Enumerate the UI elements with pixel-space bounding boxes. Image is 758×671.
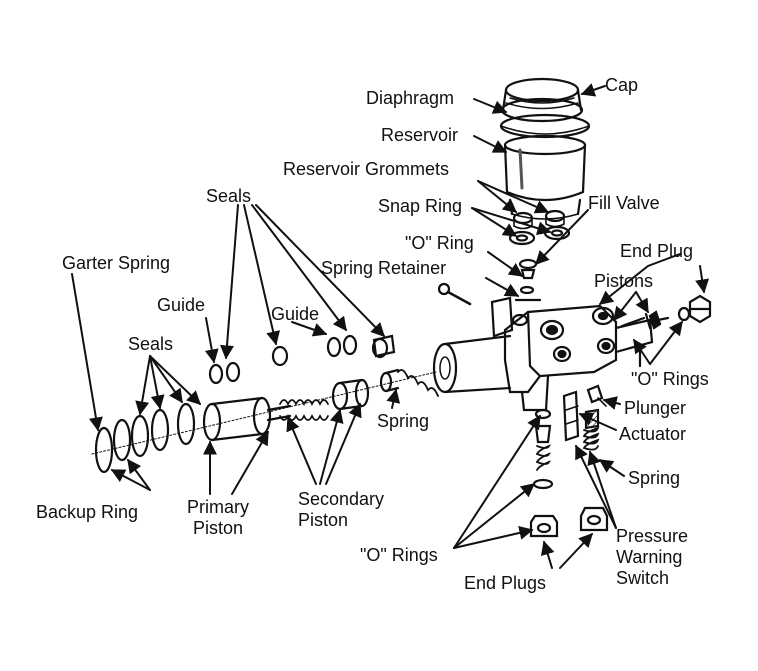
- label-plunger: Plunger: [624, 398, 687, 418]
- label-pressure-warning-switch: Pressure Warning Switch: [616, 526, 688, 589]
- primary-piston-part: [202, 396, 292, 442]
- plunger-part: [586, 384, 607, 407]
- lower-o-ring-top: [534, 408, 552, 420]
- label-o-rings-right: "O" Rings: [631, 369, 709, 389]
- label-cap: Cap: [605, 75, 639, 95]
- label-snap-ring: Snap Ring: [378, 196, 463, 216]
- label-guide-right: Guide: [271, 304, 320, 324]
- label-seals-top: Seals: [206, 186, 252, 206]
- warning-pistons: [620, 306, 691, 330]
- label-reservoir: Reservoir: [381, 125, 459, 145]
- label-primary-piston-line1: Primary: [187, 497, 249, 517]
- label-secondary-piston-line2: Piston: [298, 510, 349, 530]
- actuator-part: [562, 390, 580, 442]
- backup-ring-part: [94, 426, 114, 474]
- spring-retainer-bolt: [437, 282, 472, 306]
- label-spring-right: Spring: [628, 468, 681, 488]
- label-seals-left: Seals: [128, 334, 174, 354]
- diaphragm-part: [499, 113, 591, 139]
- label-secondary-piston: Secondary Piston: [298, 489, 384, 531]
- label-end-plug: End Plug: [620, 241, 694, 261]
- label-primary-piston-line2: Piston: [192, 518, 244, 538]
- label-backup-ring: Backup Ring: [36, 502, 139, 522]
- label-guide-left: Guide: [157, 295, 206, 315]
- spring-retainer-cup: [379, 368, 400, 393]
- label-secondary-piston-line1: Secondary: [298, 489, 385, 509]
- label-spring-retainer: Spring Retainer: [321, 258, 447, 278]
- label-pistons: Pistons: [594, 271, 654, 291]
- label-actuator: Actuator: [619, 424, 687, 444]
- guide-seal-parts: [208, 334, 396, 385]
- lower-spring-assembly: [532, 424, 554, 490]
- label-o-rings-bottom: "O" Rings: [360, 545, 438, 565]
- label-pressure-warning-line2: Warning: [616, 547, 683, 567]
- fill-valve-parts: [514, 258, 542, 302]
- label-reservoir-grommets: Reservoir Grommets: [283, 159, 450, 179]
- label-end-plugs: End Plugs: [464, 573, 547, 593]
- label-pressure-warning-line3: Switch: [616, 568, 670, 588]
- label-primary-piston: Primary Piston: [180, 497, 256, 539]
- label-diaphragm: Diaphragm: [366, 88, 455, 108]
- label-garter-spring: Garter Spring: [62, 253, 171, 273]
- label-spring-mid: Spring: [377, 411, 430, 431]
- label-pressure-warning-line1: Pressure: [616, 526, 689, 546]
- label-o-ring: "O" Ring: [405, 233, 474, 253]
- reservoir-grommet-parts: [512, 209, 566, 230]
- end-plug-right: [688, 294, 712, 324]
- centerline: [91, 371, 437, 455]
- seal-rings-left: [112, 402, 196, 462]
- label-fill-valve: Fill Valve: [588, 193, 660, 213]
- leader-lines: [71, 83, 710, 569]
- lower-end-plugs: [529, 506, 609, 538]
- spring-part: [397, 369, 439, 397]
- reservoir-part: [503, 134, 587, 220]
